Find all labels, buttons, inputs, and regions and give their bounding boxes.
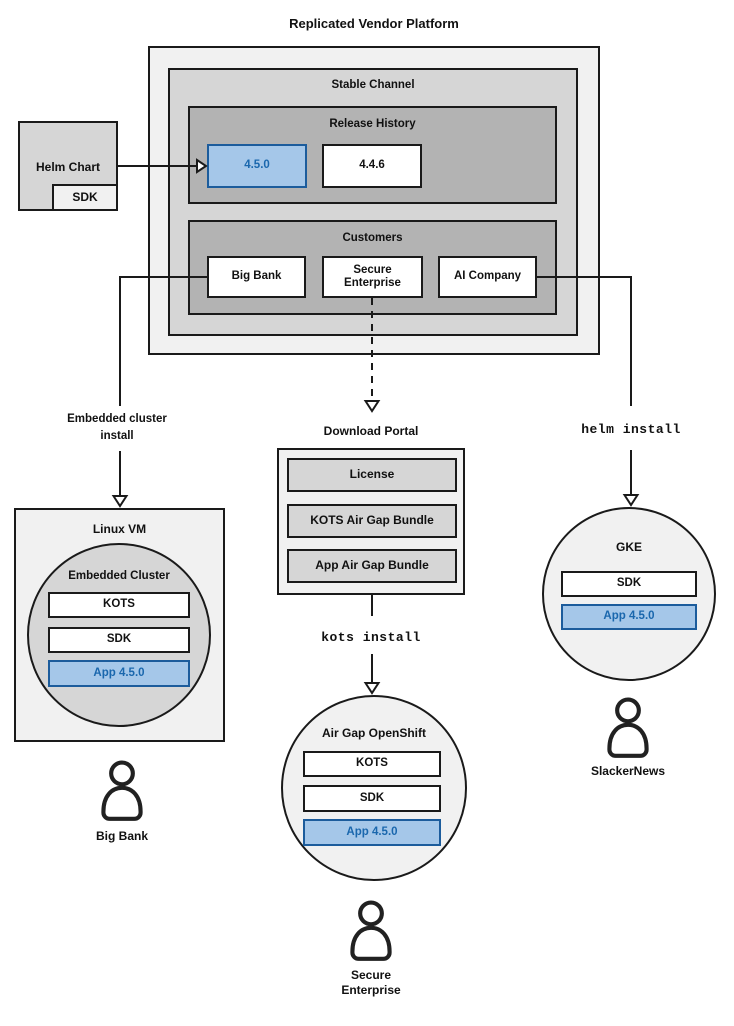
- license-box: License: [287, 458, 457, 492]
- arrowhead-down: [622, 494, 640, 507]
- user-slackernews-label: SlackerNews: [590, 764, 666, 778]
- release-version: 4.5.0: [244, 159, 270, 172]
- arrowhead-down: [363, 682, 381, 695]
- component-kots: KOTS: [48, 592, 190, 618]
- sdk-label: SDK: [72, 189, 98, 204]
- customer-name: AI Company: [453, 270, 522, 283]
- component-label: App 4.5.0: [93, 666, 145, 679]
- linux-vm-label: Linux VM: [92, 522, 147, 536]
- person-icon: [350, 900, 392, 961]
- component-app: App 4.5.0: [303, 819, 441, 846]
- helm-chart-sdk-box: SDK: [52, 184, 118, 211]
- license-label: License: [349, 467, 395, 482]
- person-icon: [101, 760, 143, 821]
- download-portal-label: Download Portal: [323, 424, 419, 438]
- kots-airgap-bundle-label: KOTS Air Gap Bundle: [310, 513, 434, 528]
- component-label: SDK: [616, 577, 642, 590]
- release-version: 4.4.6: [359, 159, 385, 172]
- release-4-5-0: 4.5.0: [207, 144, 307, 188]
- arrowhead-down: [111, 495, 129, 508]
- component-label: App 4.5.0: [603, 610, 655, 623]
- gke-label: GKE: [615, 540, 642, 554]
- release-4-4-6: 4.4.6: [322, 144, 422, 188]
- component-app: App 4.5.0: [48, 660, 190, 687]
- component-label: App 4.5.0: [346, 825, 398, 838]
- component-sdk: SDK: [48, 627, 190, 653]
- app-airgap-bundle-label: App Air Gap Bundle: [315, 558, 429, 573]
- kots-airgap-bundle-box: KOTS Air Gap Bundle: [287, 504, 457, 538]
- release-history-label: Release History: [329, 118, 416, 130]
- user-secure-enterprise-label: Secure Enterprise: [341, 968, 401, 997]
- embedded-cluster-label: Embedded Cluster: [68, 570, 170, 582]
- component-sdk: SDK: [303, 785, 441, 812]
- customer-name: Big Bank: [231, 270, 282, 283]
- component-label: SDK: [106, 633, 132, 646]
- arrowhead-down-dashed: [363, 400, 381, 413]
- airgap-openshift-label: Air Gap OpenShift: [321, 726, 426, 740]
- stable-channel-label: Stable Channel: [331, 79, 415, 91]
- user-big-bank-label: Big Bank: [95, 829, 148, 843]
- person-icon: [607, 697, 649, 758]
- customer-ai-company: AI Company: [438, 256, 537, 298]
- component-label: KOTS: [103, 598, 135, 611]
- embedded-cluster-install-label: Embedded cluster install: [67, 413, 167, 442]
- component-label: KOTS: [356, 757, 388, 770]
- helm-chart-label: Helm Chart: [35, 160, 100, 174]
- kots-install-label: kots install: [321, 630, 421, 645]
- diagram-title: Replicated Vendor Platform: [289, 16, 459, 31]
- helm-install-label: helm install: [581, 422, 681, 437]
- component-app: App 4.5.0: [561, 604, 697, 630]
- component-kots: KOTS: [303, 751, 441, 777]
- customers-label: Customers: [342, 232, 403, 244]
- customer-secure-enterprise: Secure Enterprise: [322, 256, 423, 298]
- component-sdk: SDK: [561, 571, 697, 597]
- app-airgap-bundle-box: App Air Gap Bundle: [287, 549, 457, 583]
- component-label: SDK: [359, 791, 385, 804]
- customer-name: Secure Enterprise: [344, 263, 401, 289]
- customer-big-bank: Big Bank: [207, 256, 306, 298]
